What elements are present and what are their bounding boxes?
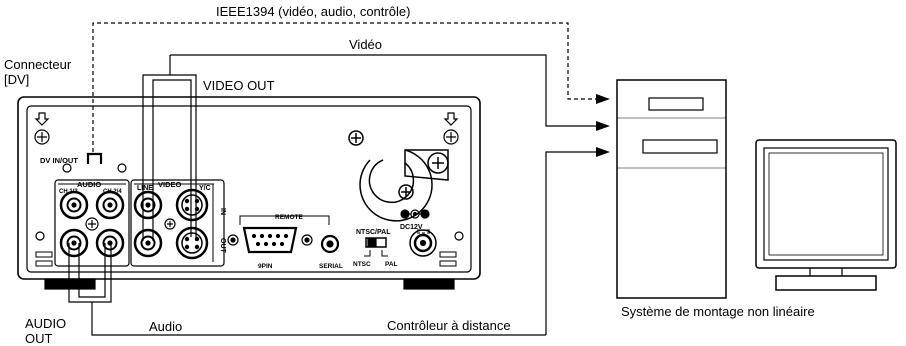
audio-cable [91, 302, 546, 336]
indicator-hole-b [117, 163, 127, 173]
device-foot-right [403, 278, 455, 290]
audio-out-label-line1: AUDIO [25, 316, 67, 331]
audio-out-label-line2: OUT [25, 331, 53, 346]
audio-ch13-in-jack [59, 190, 89, 220]
screw-top-right-icon [443, 112, 459, 145]
audio-label: Audio [149, 319, 183, 334]
panel-ch13-label: CH 1/3 [59, 189, 78, 195]
dc12v-polarity-icon [400, 209, 430, 219]
panel-ntsc-label: NTSC [353, 261, 371, 268]
systeme-label: Système de montage non linéaire [621, 304, 815, 319]
controleur-label: Contrôleur à distance [387, 318, 511, 333]
audio-ch13-out-jack [59, 228, 89, 258]
audio-center-screw-icon [85, 217, 99, 231]
panel-ntsc-pal-label: NTSC/PAL [356, 229, 391, 236]
panel-remote-label: REMOTE [275, 214, 303, 221]
remote-cable [545, 151, 596, 335]
mount-hole-right [454, 231, 464, 241]
device-rear-panel [17, 96, 481, 290]
remote-arrow [596, 147, 610, 157]
video-line-out-jack [133, 228, 163, 258]
device-foot-left [44, 278, 96, 290]
video-block [130, 179, 225, 267]
panel-out-label: OUT [219, 238, 226, 254]
connecteur-label-line2: [DV] [4, 72, 30, 87]
mount-hole-left [35, 231, 45, 241]
audio-block [54, 179, 130, 267]
vent-left [35, 251, 53, 267]
nine-pin-connector [227, 226, 313, 254]
video-yc-out-jack [175, 226, 209, 260]
device-outer-frame [17, 96, 481, 280]
device-inner-frame [26, 105, 472, 273]
connecteur-label-line1: Connecteur [4, 57, 72, 72]
panel-audio-label: AUDIO [77, 180, 101, 189]
serial-jack [320, 234, 340, 254]
audio-ch24-in-jack [95, 190, 125, 220]
panel-in-label: IN [219, 208, 226, 215]
ieee1394-cable [92, 22, 596, 152]
screw-top-left-icon [34, 112, 50, 145]
monitor [755, 139, 897, 291]
tower-computer [616, 79, 727, 299]
panel-dc12v-label: DC12V [400, 224, 423, 231]
panel-9pin-label: 9PIN [258, 263, 273, 270]
dc12v-jack [409, 229, 437, 257]
video-out-right-cable [152, 79, 192, 241]
video-line-in-jack [133, 190, 163, 220]
panel-ch24-label: CH 2/4 [103, 189, 122, 195]
ieee1394-label: IEEE1394 (vidéo, audio, contrôle) [216, 4, 411, 19]
video-out-label: VIDEO OUT [203, 78, 275, 93]
video-arrow [596, 121, 610, 131]
ntsc-pal-switch [364, 237, 388, 257]
panel-serial-label: SERIAL [319, 263, 343, 270]
ieee1394-arrow [596, 94, 610, 104]
audio-out-cable [68, 243, 112, 303]
audio-out-cable-inner [78, 243, 106, 298]
panel-dv-in-out-label: DV IN/OUT [40, 156, 78, 165]
video-out-left-cable [142, 74, 197, 241]
remote-bracket [239, 215, 330, 225]
panel-line-label: LINE [137, 185, 153, 192]
panel-pal-label: PAL [385, 261, 398, 268]
video-cable [170, 54, 596, 127]
dv-connector-icon [86, 152, 103, 164]
video-center-screw-icon [164, 218, 176, 230]
video-yc-in-jack [175, 188, 209, 222]
audio-ch24-out-jack [95, 228, 125, 258]
fan-clamp-icon [348, 130, 449, 222]
indicator-hole-a [62, 163, 72, 173]
video-label: Vidéo [349, 37, 383, 52]
panel-yc-label: Y/C [199, 185, 211, 192]
panel-video-label: VIDEO [158, 180, 182, 189]
vent-right [439, 251, 457, 267]
